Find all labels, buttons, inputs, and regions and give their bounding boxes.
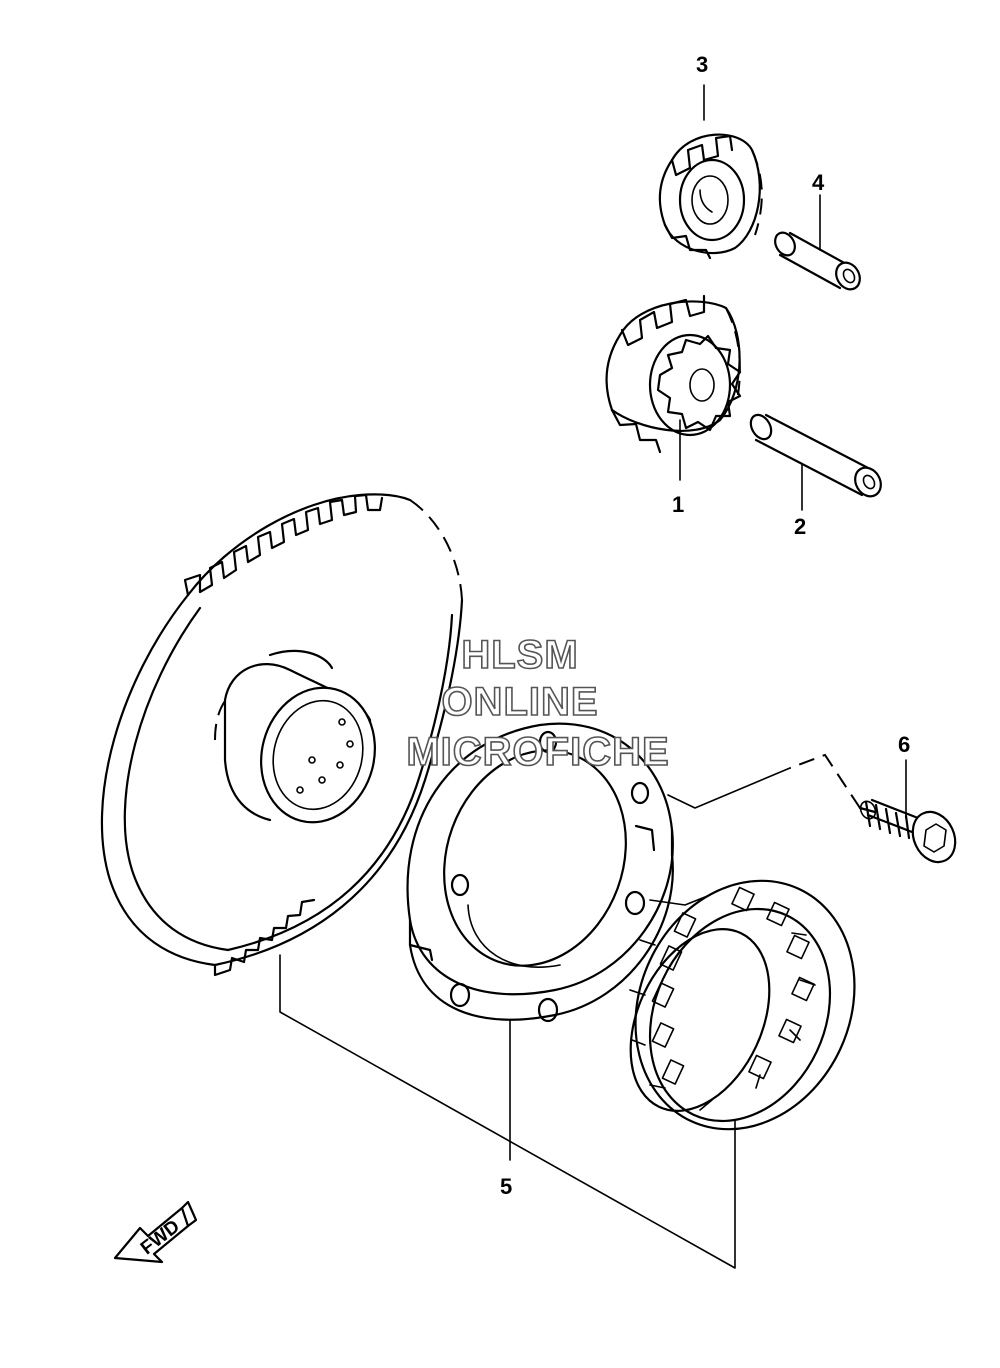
watermark-line-2: ONLINE (441, 680, 598, 724)
watermark-line-1: HLSM (461, 633, 578, 677)
idler-gear-part-3[interactable] (658, 133, 763, 260)
forward-direction-arrow: FWD (113, 1200, 198, 1264)
housing-bolt-holes (449, 730, 650, 1023)
shaft-part-2[interactable] (747, 411, 886, 501)
leader-lines (279, 84, 907, 1269)
callout-5: 5 (500, 1174, 512, 1199)
watermark: HLSM ONLINE MICROFICHE (406, 632, 670, 775)
callout-4: 4 (812, 170, 825, 195)
bearing-rollers (651, 886, 815, 1085)
clutch-housing-part-5[interactable] (406, 722, 674, 1023)
watermark-line-3: MICROFICHE (406, 730, 669, 774)
starter-idler-gear-part-1[interactable] (605, 294, 742, 454)
callout-2: 2 (794, 514, 806, 539)
callout-3: 3 (696, 52, 708, 77)
bolt-part-6[interactable] (858, 798, 963, 869)
starter-driven-gear[interactable] (100, 493, 464, 977)
callout-6: 6 (898, 732, 910, 757)
shaft-part-4[interactable] (771, 229, 864, 294)
callout-1: 1 (672, 492, 684, 517)
hub-bolt-holes (296, 718, 354, 794)
one-way-clutch-bearing[interactable] (596, 845, 895, 1166)
callout-labels: 3 4 1 2 6 5 (500, 52, 910, 1199)
